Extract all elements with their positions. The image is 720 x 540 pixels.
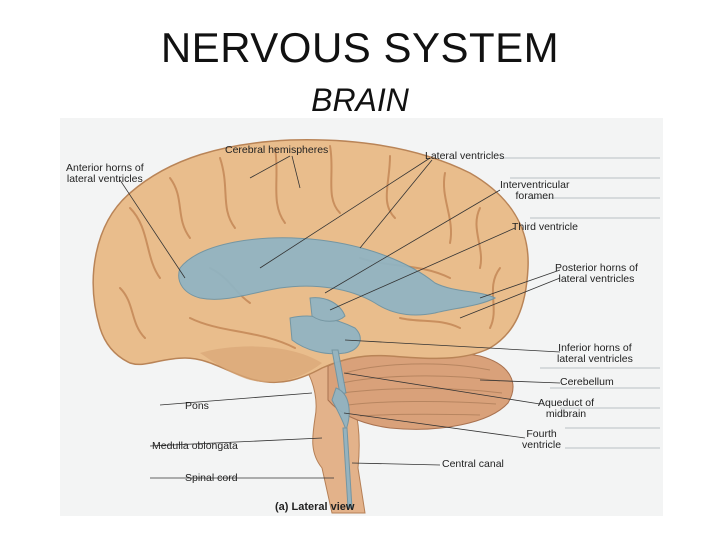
label-interventricular-foramen: Interventricular foramen: [500, 180, 569, 202]
figure-caption: (a) Lateral view: [275, 501, 354, 513]
label-medulla-oblongata: Medulla oblongata: [152, 441, 238, 452]
label-anterior-horns: Anterior horns of lateral ventricles: [66, 163, 144, 185]
label-pons: Pons: [185, 401, 209, 412]
label-cerebral-hemispheres: Cerebral hemispheres: [225, 145, 328, 156]
label-lateral-ventricles: Lateral ventricles: [425, 151, 504, 162]
label-central-canal: Central canal: [442, 459, 504, 470]
label-third-ventricle: Third ventricle: [512, 222, 578, 233]
label-spinal-cord: Spinal cord: [185, 473, 238, 484]
label-aqueduct: Aqueduct of midbrain: [538, 398, 594, 420]
label-cerebellum: Cerebellum: [560, 377, 614, 388]
label-inferior-horns: Inferior horns of lateral ventricles: [557, 343, 633, 365]
slide-title: NERVOUS SYSTEM: [0, 24, 720, 72]
label-fourth-ventricle: Fourth ventricle: [522, 429, 561, 451]
slide-subtitle: BRAIN: [0, 82, 720, 119]
leader-lines: [60, 118, 663, 516]
label-posterior-horns: Posterior horns of lateral ventricles: [555, 263, 638, 285]
brain-figure: Cerebral hemispheres Anterior horns of l…: [60, 118, 663, 516]
